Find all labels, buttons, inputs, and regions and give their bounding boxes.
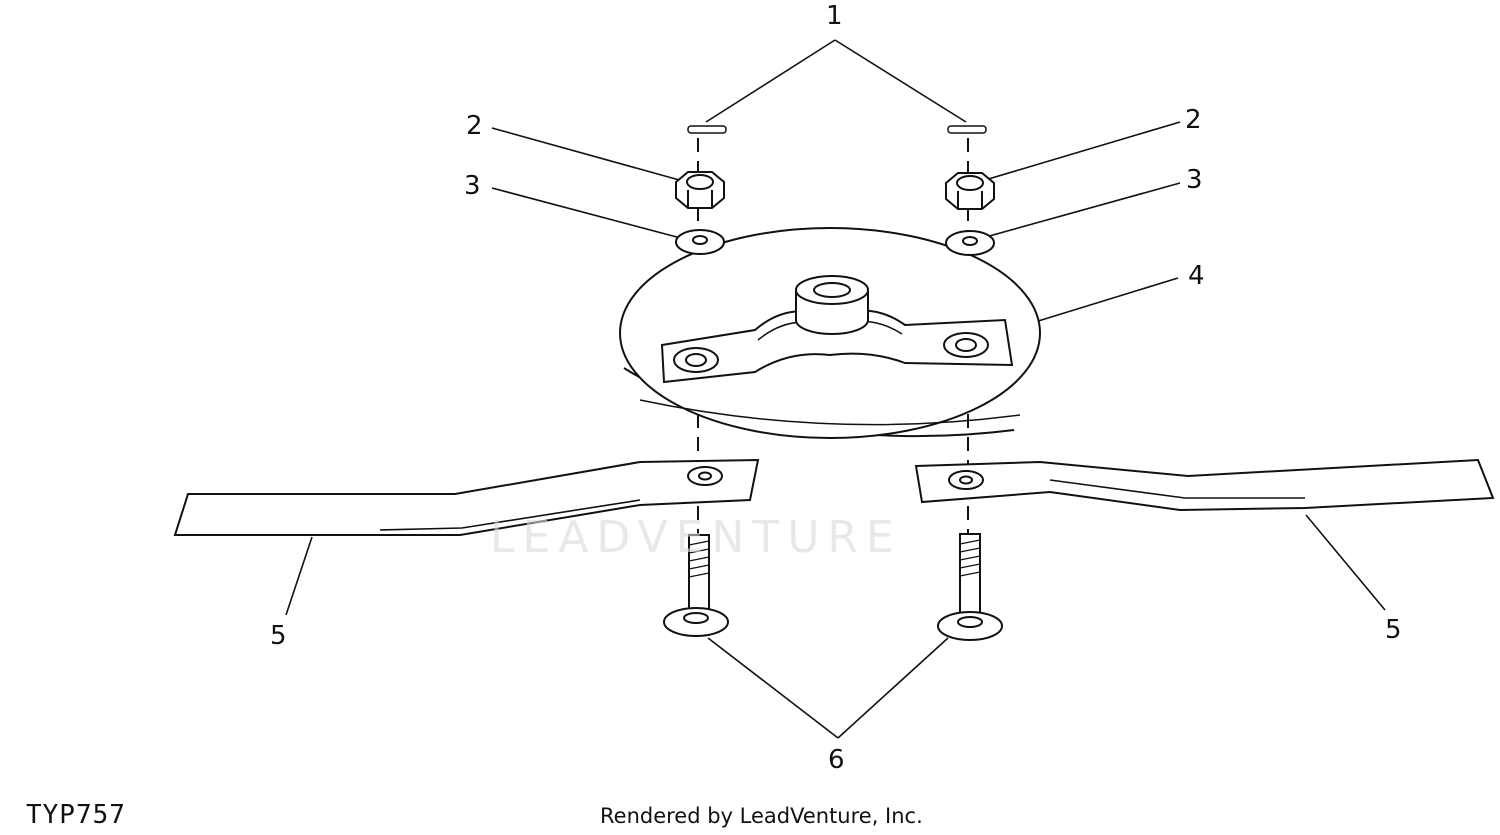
callout-1: 1: [826, 1, 843, 31]
right-mower-blade: [914, 458, 1495, 512]
left-mower-blade: [173, 458, 760, 536]
hex-nuts: [675, 171, 995, 210]
callout-4: 4: [1188, 261, 1205, 291]
center-hub: [795, 275, 869, 335]
callout-2-left: 2: [466, 111, 483, 141]
figure-code: TYP757: [26, 800, 126, 830]
render-credit: Rendered by LeadVenture, Inc.: [600, 804, 923, 828]
callout-5-right: 5: [1385, 615, 1402, 645]
lock-washers: [687, 125, 987, 134]
disc-mounting-bracket: [660, 309, 1014, 384]
callout-5-left: 5: [270, 621, 287, 651]
watermark-text: LEADVENTURE: [490, 512, 902, 563]
blade-bolts: [663, 533, 1003, 641]
callout-2-right: 2: [1185, 105, 1202, 135]
flat-washers: [675, 229, 995, 256]
callout-6: 6: [828, 745, 845, 775]
callout-labels: 1 2 2 3 3 4 5 5 6: [270, 1, 1402, 775]
callout-3-right: 3: [1186, 165, 1203, 195]
leader-lines: [285, 39, 1386, 739]
callout-3-left: 3: [464, 171, 481, 201]
